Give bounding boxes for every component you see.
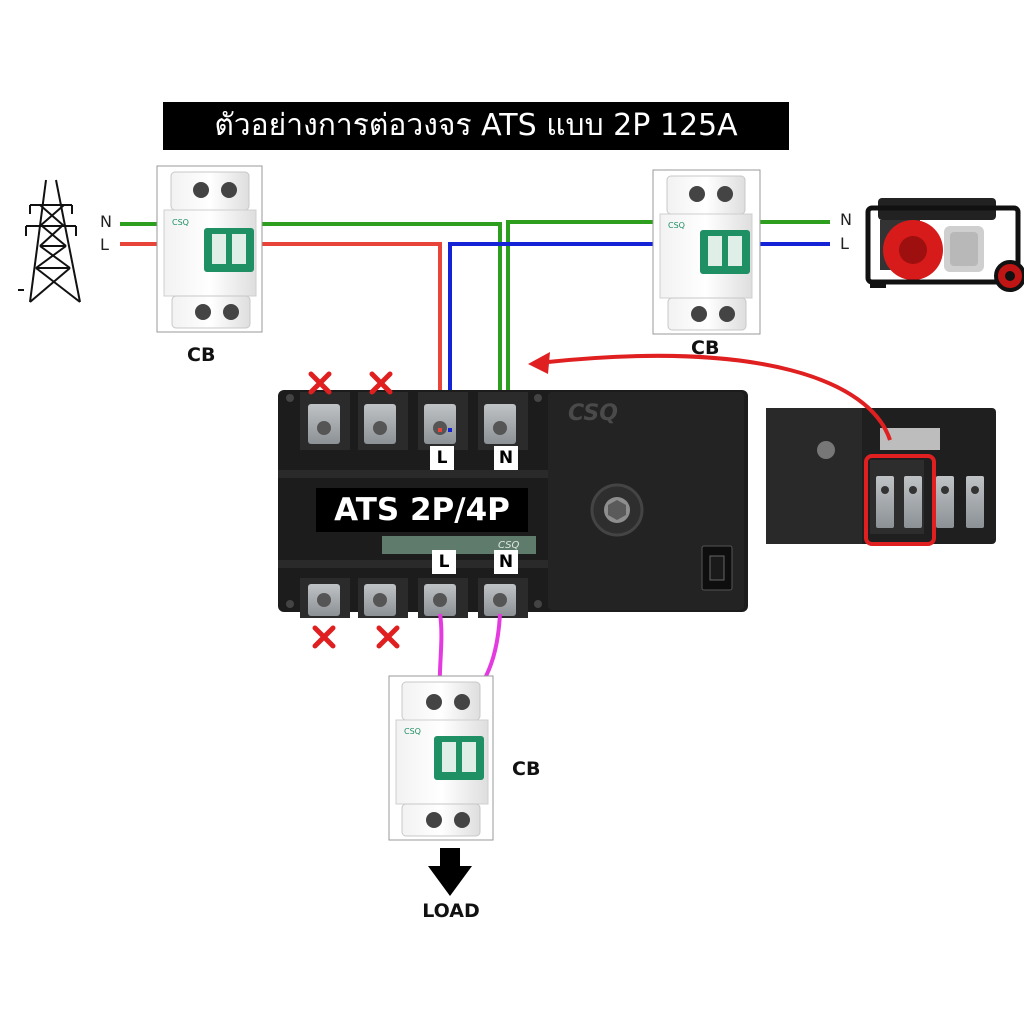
- grid-cb-label: CB: [187, 344, 216, 366]
- grid-cb-brand: CSQ: [172, 218, 189, 227]
- ats-top-n-terminal-label: N: [494, 446, 518, 470]
- load-circuit-breaker: CSQ: [388, 675, 494, 841]
- ats-strip-brand: CSQ: [498, 540, 520, 551]
- generator-n-label: N: [840, 210, 852, 229]
- ats-bottom-n-terminal-label: N: [494, 550, 518, 574]
- grid-n-label: N: [100, 212, 112, 231]
- generator-icon: [865, 198, 1024, 292]
- grid-circuit-breaker: CSQ: [156, 165, 263, 333]
- grid-neutral-to-ats-wire: [262, 222, 502, 432]
- down-arrow-icon: [428, 848, 472, 896]
- ats-label: ATS 2P/4P: [316, 488, 528, 532]
- generator-cb-label: CB: [691, 337, 720, 359]
- ats-top-l-terminal-label: L: [430, 446, 454, 470]
- unused-terminal-marks: [308, 371, 400, 649]
- generator-neutral-to-ats-wire: [506, 220, 656, 432]
- generator-circuit-breaker: CSQ: [652, 169, 761, 335]
- grid-l-label: L: [100, 235, 109, 254]
- grid-live-to-ats-wire: [262, 242, 442, 432]
- generator-l-label: L: [840, 234, 849, 253]
- load-label: LOAD: [422, 900, 480, 922]
- load-cb-brand: CSQ: [404, 727, 421, 736]
- generator-live-to-ats-wire: [448, 242, 656, 432]
- unused-mark-top-2: [369, 371, 393, 395]
- grid-wires: [120, 222, 502, 432]
- page-title: ตัวอย่างการต่อวงจร ATS แบบ 2P 125A: [163, 102, 789, 150]
- generator-wires: [448, 220, 830, 432]
- ats-input-wire-ends: [438, 428, 452, 432]
- generator-cb-brand: CSQ: [668, 221, 685, 230]
- unused-mark-bottom-1: [312, 625, 336, 649]
- load-cb-label: CB: [512, 758, 541, 780]
- highlight-arrow: [528, 352, 892, 441]
- ats-terminal-detail: [766, 408, 996, 546]
- ats-bottom-l-terminal-label: L: [432, 550, 456, 574]
- unused-mark-top-1: [308, 371, 332, 395]
- transmission-tower-icon: [18, 179, 81, 303]
- ats-brand: CSQ: [568, 401, 618, 426]
- unused-mark-bottom-2: [376, 625, 400, 649]
